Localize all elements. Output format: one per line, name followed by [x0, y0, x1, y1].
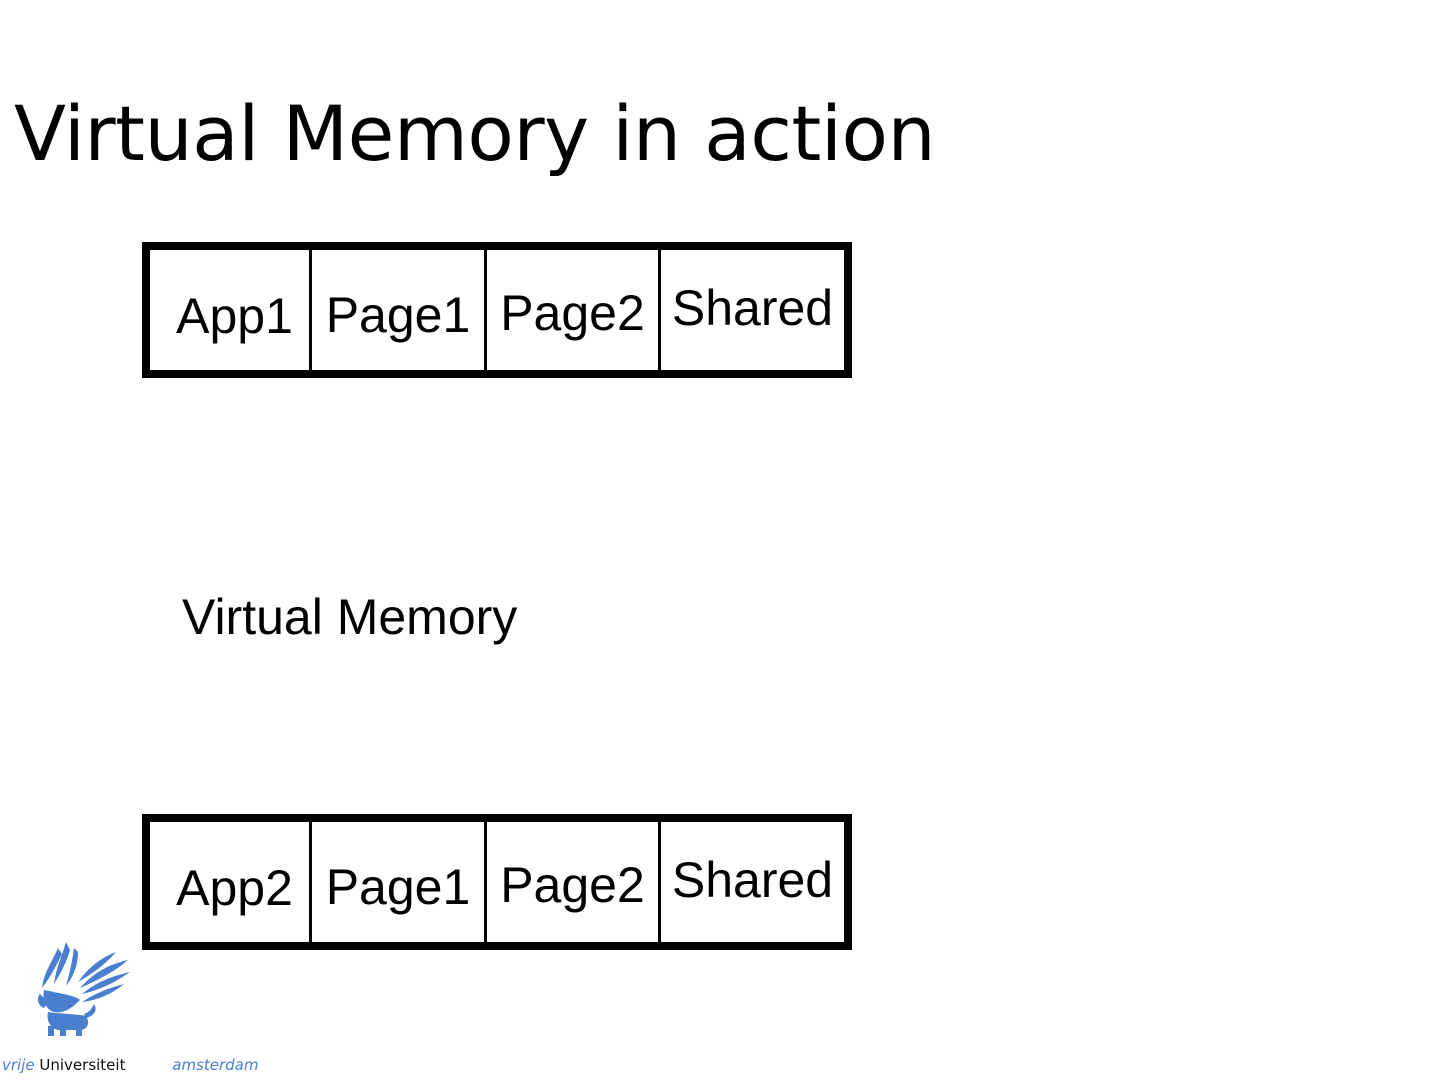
shared-cell: Shared	[658, 250, 844, 370]
page2-cell: Page2	[484, 250, 658, 370]
page1-cell: Page1	[309, 250, 484, 370]
virtual-memory-label: Virtual Memory	[182, 589, 518, 645]
app1-cell: App1	[176, 288, 293, 344]
logo-word-vrije: vrije	[2, 1056, 35, 1074]
logo-word-universiteit: Universiteit	[39, 1056, 126, 1074]
griffin-logo-icon	[36, 938, 132, 1038]
university-logo-text: vrije Universiteit amsterdam	[2, 1055, 258, 1075]
app2-memory-layout: App2 Page1 Page2 Shared	[142, 814, 852, 950]
app1-memory-layout: App1 Page1 Page2 Shared	[142, 242, 852, 378]
logo-word-amsterdam: amsterdam	[172, 1056, 259, 1074]
app2-cell: App2	[176, 860, 293, 916]
slide-title: Virtual Memory in action	[14, 89, 936, 178]
page2-cell: Page2	[484, 822, 658, 942]
page1-cell: Page1	[309, 822, 484, 942]
shared-cell: Shared	[658, 822, 844, 942]
